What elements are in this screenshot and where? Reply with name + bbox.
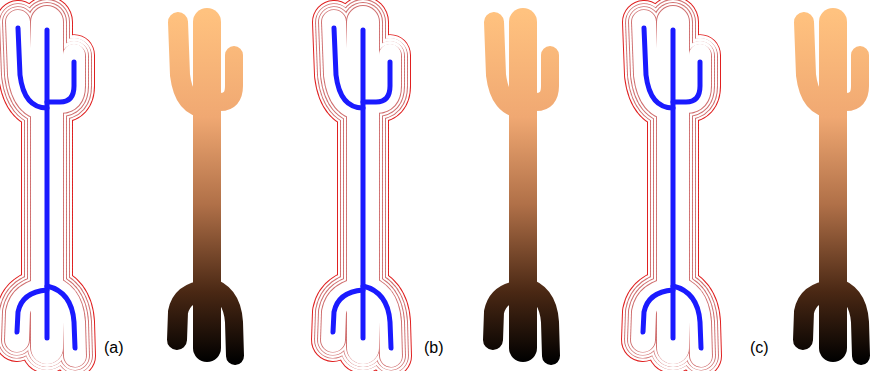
- skeleton-line: [18, 28, 47, 108]
- skeleton-figure: [643, 22, 701, 356]
- contour-gap: [17, 290, 47, 340]
- skeleton-line: [363, 62, 390, 102]
- contour-gap: [643, 290, 673, 340]
- skeleton-line: [333, 290, 363, 332]
- skeleton-line: [47, 62, 74, 102]
- shaded-figure: [493, 22, 551, 356]
- skeleton-line: [643, 290, 673, 332]
- contour-gap: [673, 286, 701, 356]
- skeleton-line: [673, 286, 701, 348]
- shaded-shape: [833, 286, 861, 356]
- skeleton-line: [334, 28, 363, 108]
- skeleton-line: [17, 290, 47, 332]
- shaded-shape: [803, 290, 833, 340]
- skeleton-line: [363, 286, 391, 348]
- skeleton-line: [47, 286, 75, 348]
- skeleton-figure: [333, 22, 391, 356]
- skeleton-line: [644, 28, 673, 108]
- contour-gap: [363, 286, 391, 356]
- contour-gap: [673, 55, 700, 102]
- skeleton-line: [673, 62, 700, 102]
- shaded-shape: [177, 290, 207, 340]
- shaded-figure: [803, 22, 861, 356]
- contour-gap: [47, 286, 75, 356]
- shaded-shape: [523, 55, 550, 102]
- skeleton-figure: [17, 22, 75, 356]
- contour-gap: [333, 290, 363, 340]
- shaded-shape: [833, 55, 860, 102]
- contour-gap: [47, 55, 74, 102]
- shaded-figure: [177, 22, 235, 356]
- panel-label: (c): [750, 340, 769, 356]
- contour-gap: [363, 55, 390, 102]
- shaded-shape: [523, 286, 551, 356]
- panel-label: (a): [104, 340, 124, 356]
- shaded-shape: [207, 286, 235, 356]
- panel-label: (b): [424, 340, 444, 356]
- shaded-shape: [207, 55, 234, 102]
- shaded-shape: [493, 290, 523, 340]
